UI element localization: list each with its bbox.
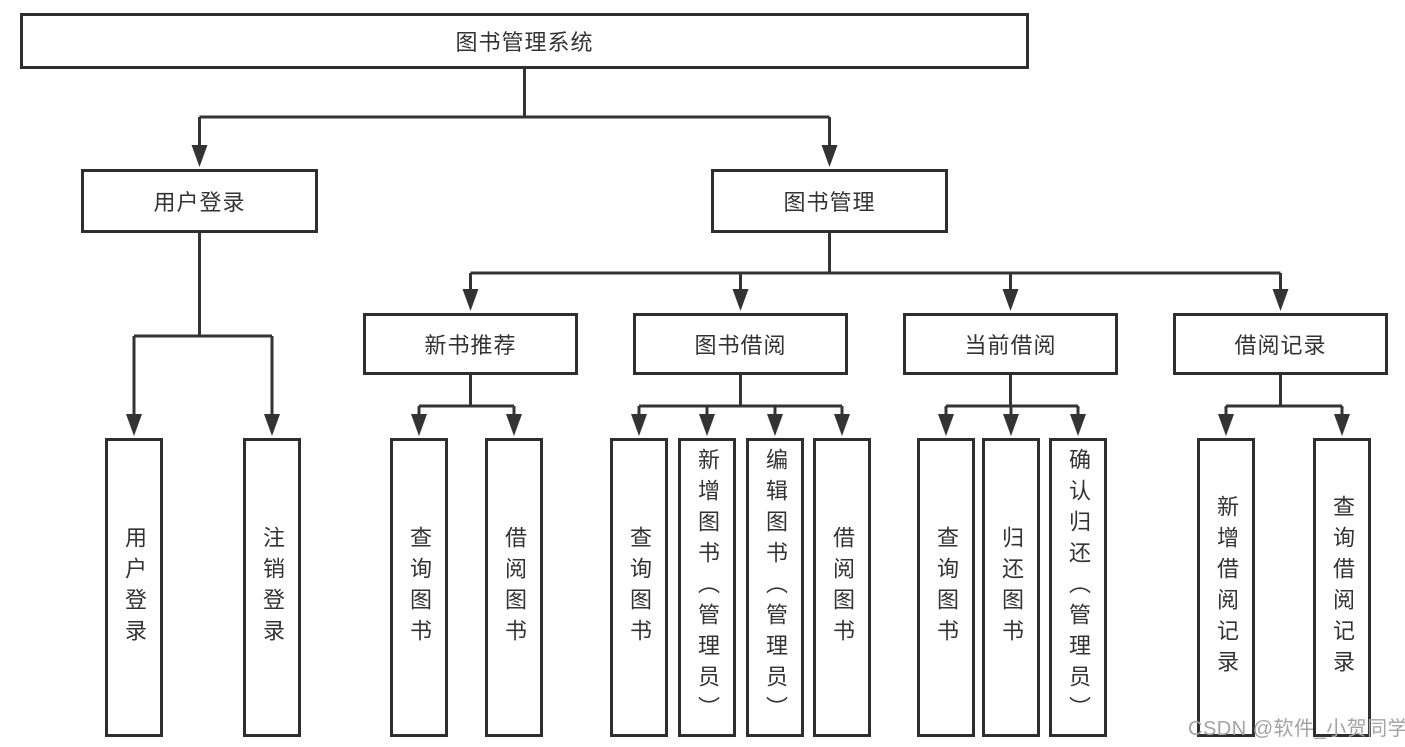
node-user-login: 用户登录: [81, 169, 318, 233]
leaf-borrowing-edit-books-admin-label: 编辑图书（管理员）: [763, 448, 788, 727]
leaf-borrowing-query-books-label: 查询图书: [627, 525, 652, 650]
leaf-borrowing-query-books: 查询图书: [610, 438, 668, 737]
node-root: 图书管理系统: [20, 13, 1029, 69]
leaf-current-return-books: 归还图书: [982, 438, 1040, 737]
csdn-watermark: CSDN @软件_小贺同学: [1188, 718, 1405, 740]
node-new-book-recommend-label: 新书推荐: [424, 333, 517, 358]
leaf-recommend-query-books-label: 查询图书: [407, 525, 432, 650]
leaf-user-login: 用户登录: [105, 438, 163, 737]
node-book-borrowing-label: 图书借阅: [694, 333, 787, 358]
leaf-current-return-books-label: 归还图书: [999, 525, 1024, 650]
leaf-recommend-borrow-books-label: 借阅图书: [502, 525, 527, 650]
leaf-borrowing-borrow-books-label: 借阅图书: [830, 525, 855, 650]
leaf-logout: 注销登录: [243, 438, 301, 737]
node-current-borrowing: 当前借阅: [903, 313, 1118, 375]
node-book-management-label: 图书管理: [783, 190, 876, 215]
leaf-current-confirm-return-admin: 确认归还（管理员）: [1049, 438, 1107, 737]
leaf-recommend-borrow-books: 借阅图书: [485, 438, 543, 737]
leaf-records-query-record-label: 查询借阅记录: [1330, 494, 1355, 681]
node-book-management: 图书管理: [711, 169, 948, 233]
leaf-records-add-record: 新增借阅记录: [1197, 438, 1255, 737]
node-root-label: 图书管理系统: [455, 30, 594, 55]
node-new-book-recommend: 新书推荐: [363, 313, 578, 375]
leaf-borrowing-add-books-admin-label: 新增图书（管理员）: [695, 448, 720, 727]
leaf-borrowing-add-books-admin: 新增图书（管理员）: [678, 438, 736, 737]
leaf-current-query-books-label: 查询图书: [934, 525, 959, 650]
node-borrow-records-label: 借阅记录: [1234, 333, 1327, 358]
leaf-borrowing-edit-books-admin: 编辑图书（管理员）: [746, 438, 804, 737]
leaf-user-login-label: 用户登录: [122, 525, 147, 650]
node-current-borrowing-label: 当前借阅: [964, 333, 1057, 358]
leaf-borrowing-borrow-books: 借阅图书: [813, 438, 871, 737]
node-borrow-records: 借阅记录: [1173, 313, 1388, 375]
leaf-records-query-record: 查询借阅记录: [1313, 438, 1371, 737]
leaf-recommend-query-books: 查询图书: [390, 438, 448, 737]
leaf-current-confirm-return-admin-label: 确认归还（管理员）: [1066, 448, 1091, 727]
node-user-login-label: 用户登录: [153, 190, 246, 215]
leaf-current-query-books: 查询图书: [917, 438, 975, 737]
leaf-logout-label: 注销登录: [260, 525, 285, 650]
leaf-records-add-record-label: 新增借阅记录: [1214, 494, 1239, 681]
node-book-borrowing: 图书借阅: [633, 313, 848, 375]
